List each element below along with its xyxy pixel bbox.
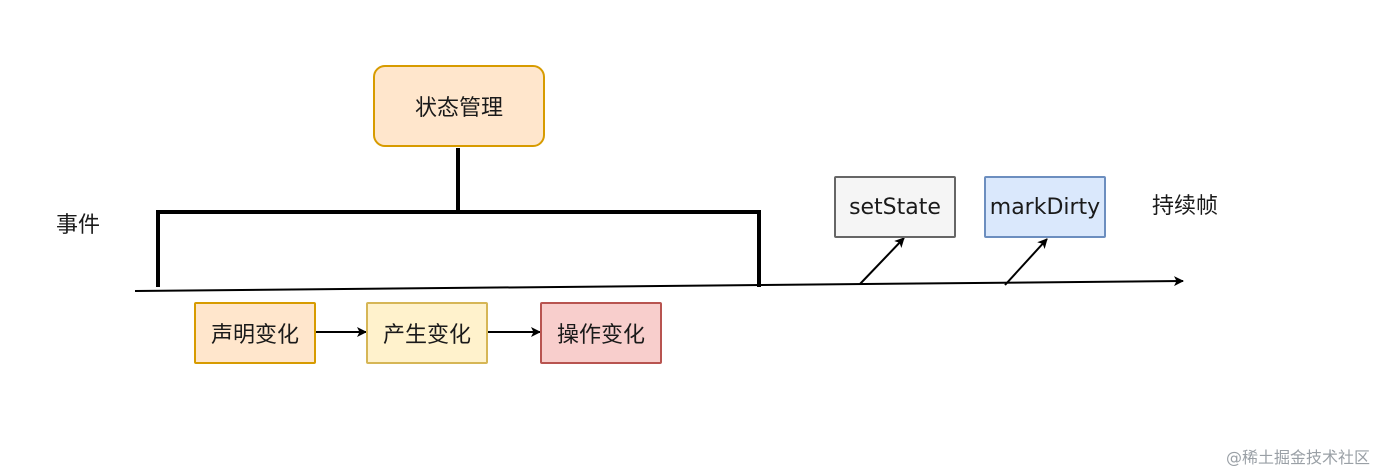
operate-change-node: 操作变化 (540, 302, 662, 364)
event-label: 事件 (56, 213, 101, 238)
markdirty-node: markDirty (984, 176, 1106, 238)
setstate-node: setState (834, 176, 956, 238)
watermark-text: @稀土掘金技术社区 (1225, 448, 1370, 467)
produce-change-label: 产生变化 (382, 323, 471, 348)
markdirty-label: markDirty (989, 194, 1101, 220)
continuous-frames-label: 持续帧 (1152, 194, 1219, 219)
declare-change-node: 声明变化 (194, 302, 316, 364)
operate-change-label: 操作变化 (556, 323, 645, 348)
state-management-label: 状态管理 (414, 96, 503, 121)
declare-change-label: 声明变化 (210, 323, 299, 348)
arrow-to-markdirty (1004, 238, 1048, 286)
state-management-node: 状态管理 (373, 65, 545, 147)
event-bracket (156, 210, 761, 287)
timeline-arrow (134, 276, 1184, 292)
setstate-label: setState (849, 194, 941, 220)
produce-change-node: 产生变化 (366, 302, 488, 364)
arrow-to-setstate (859, 237, 905, 285)
